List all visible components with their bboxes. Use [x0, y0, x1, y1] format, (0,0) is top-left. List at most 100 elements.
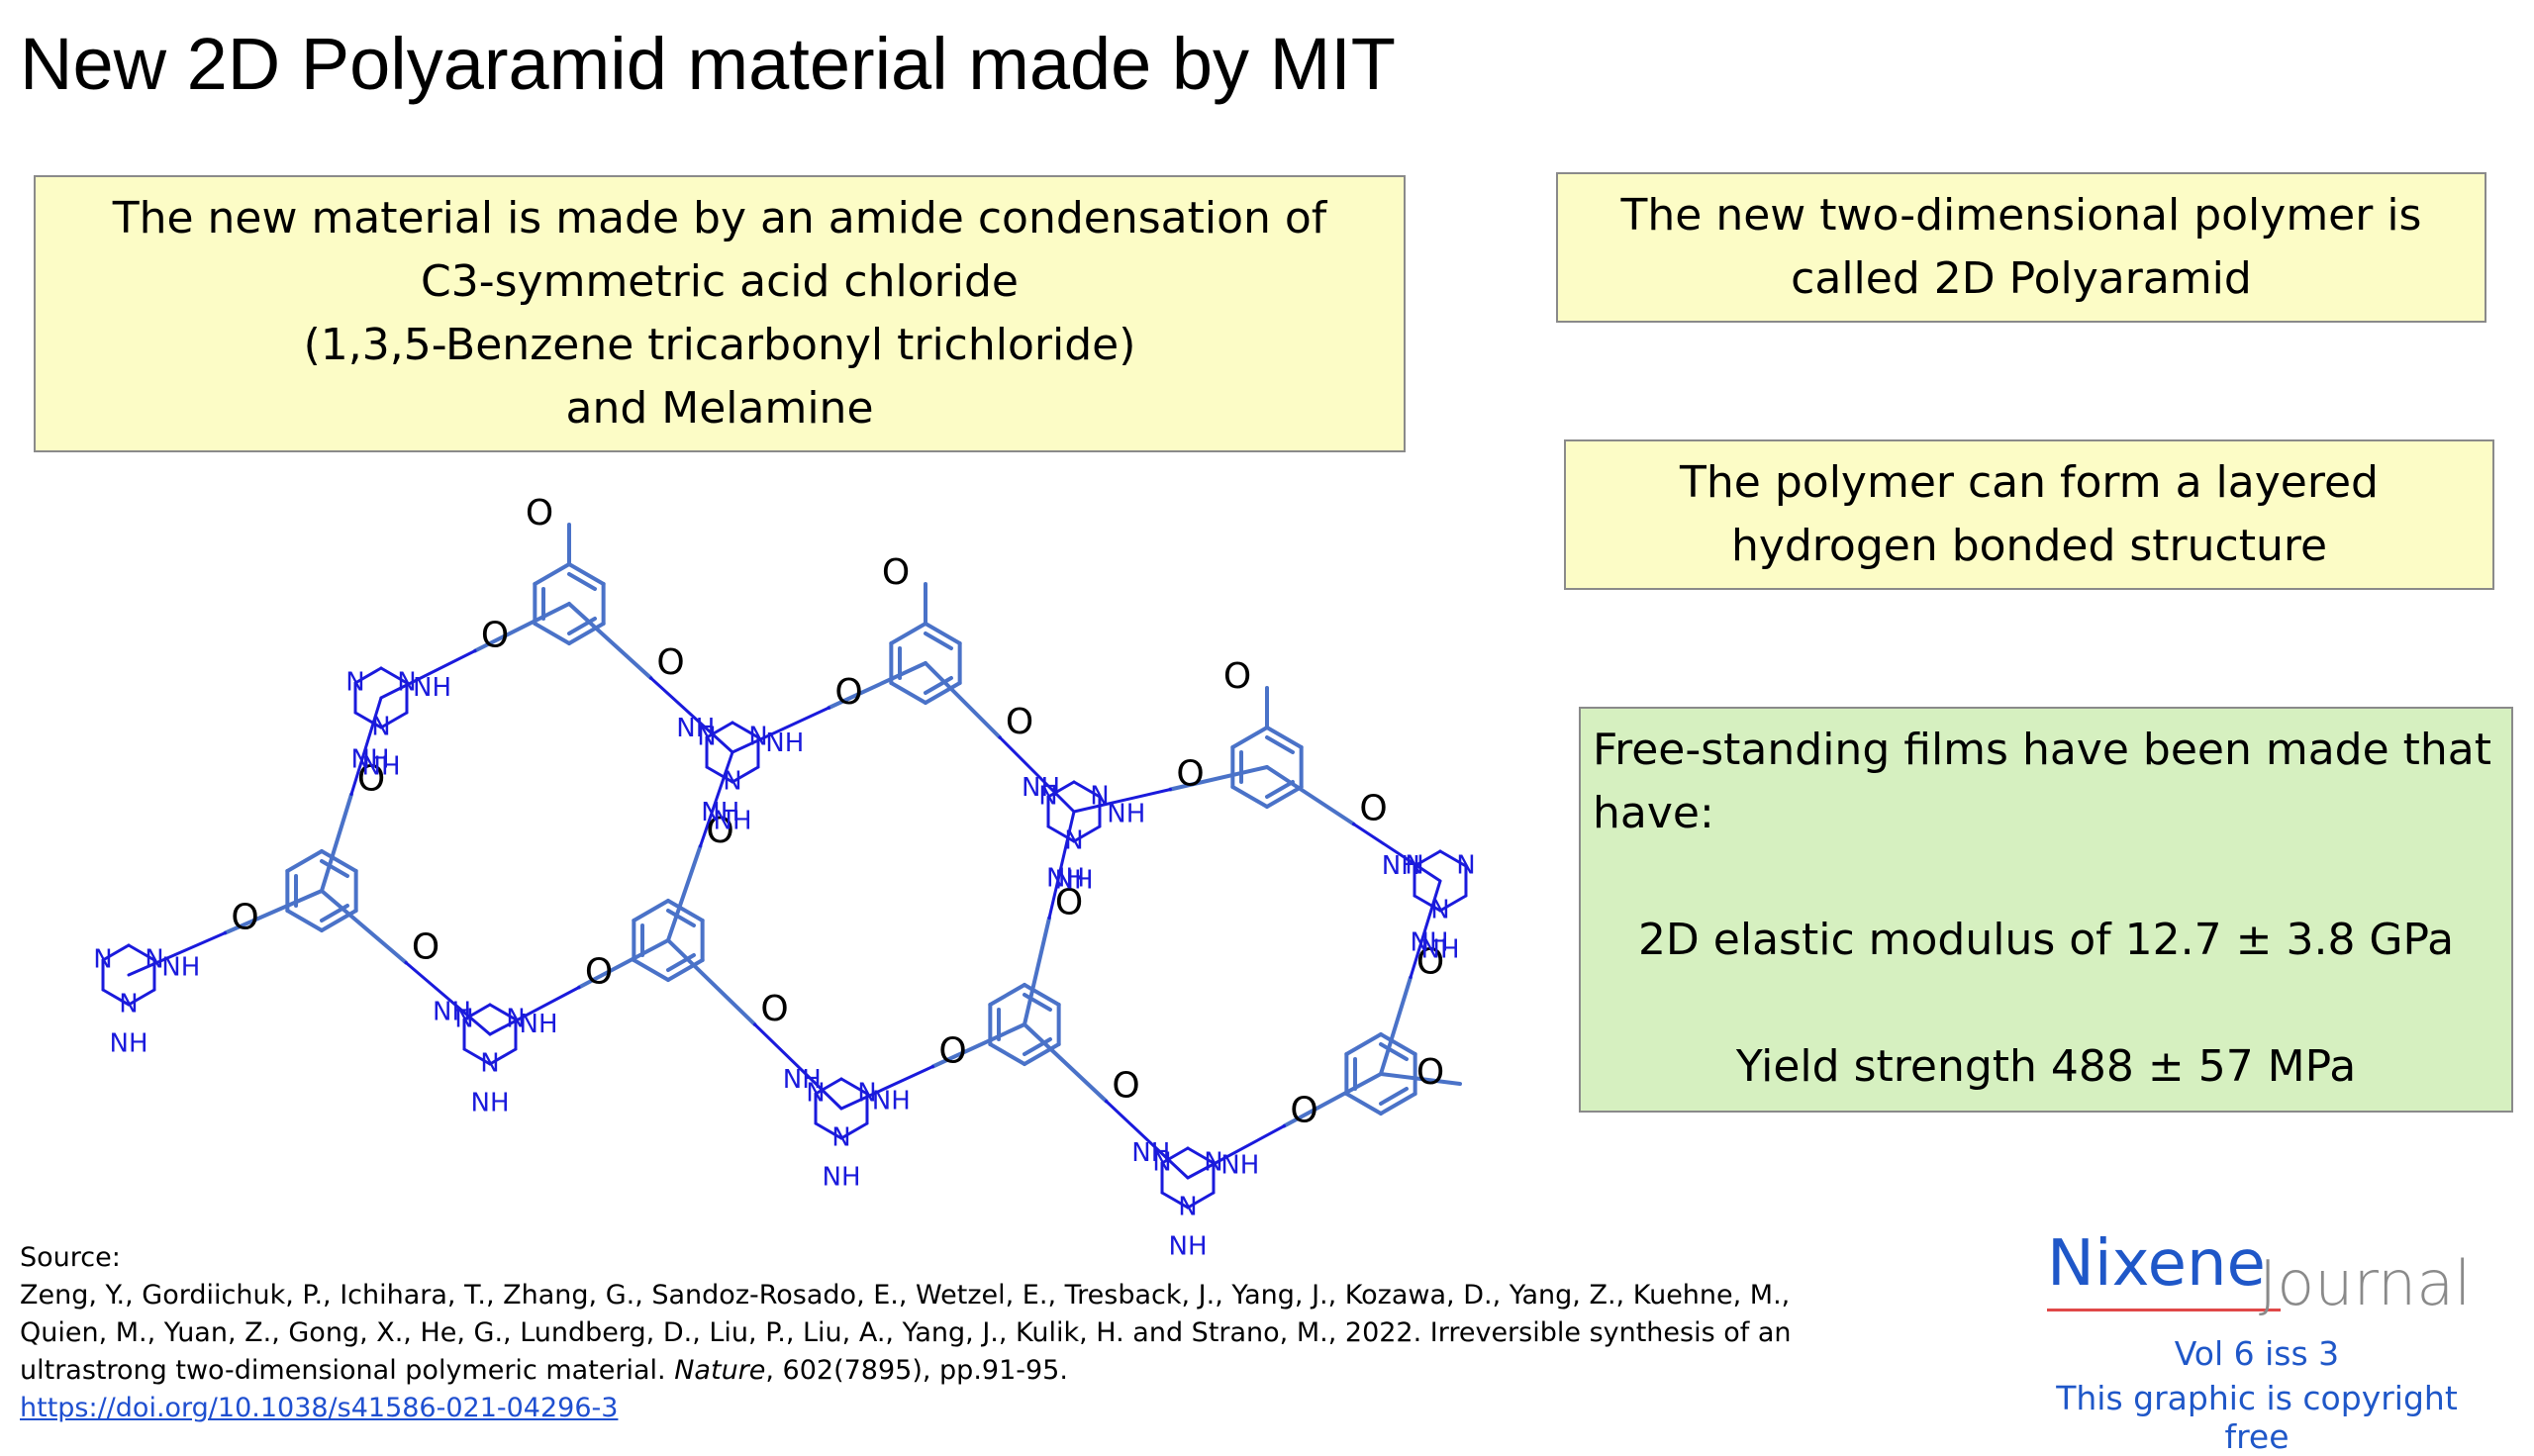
- doi-link[interactable]: https://doi.org/10.1038/s41586-021-04296…: [20, 1393, 619, 1423]
- yield-strength: Yield strength 488 ± 57 MPa: [1735, 1041, 2357, 1092]
- bond: [1105, 1100, 1190, 1180]
- synthesis-line-2: C3-symmetric acid chloride: [421, 256, 1019, 307]
- terminal-nh: NH: [823, 1163, 861, 1193]
- bond: [577, 938, 670, 990]
- amide-nh: NH: [520, 1010, 558, 1039]
- bond: [1379, 1087, 1409, 1106]
- terminal-nh: NH: [1169, 1232, 1208, 1262]
- amide-nh: NH: [1107, 799, 1145, 828]
- bond: [353, 711, 383, 729]
- bond: [404, 961, 492, 1036]
- bond: [1046, 825, 1076, 843]
- bond: [1186, 1191, 1216, 1210]
- bond: [127, 931, 227, 977]
- citation-line-1: Zeng, Y., Gordiichuk, P., Ichihara, T., …: [20, 1280, 1791, 1310]
- bond: [705, 765, 734, 784]
- bond: [1379, 975, 1413, 1076]
- copyright-note: This graphic is copyright free: [2056, 1379, 2458, 1456]
- synthesis-box: The new material is made by an amide con…: [34, 175, 1406, 452]
- bond: [827, 661, 927, 710]
- journal-name: Nature: [674, 1355, 766, 1386]
- bond: [924, 622, 962, 645]
- bond: [924, 631, 953, 650]
- citation-text: ultrastrong two-dimensional polymeric ma…: [20, 1355, 675, 1386]
- citation-pages: , 602(7895), pp.91-95.: [765, 1355, 1068, 1386]
- properties-box: Free-standing films have been made that …: [1579, 707, 2513, 1113]
- bond: [731, 765, 760, 784]
- bond: [320, 859, 349, 878]
- bond: [101, 988, 131, 1007]
- bond: [1265, 726, 1304, 749]
- carbonyl-oxygen: O: [834, 672, 862, 713]
- ring-nitrogen: N: [748, 723, 767, 752]
- bond: [1168, 765, 1269, 792]
- terminal-nh: NH: [471, 1089, 510, 1118]
- bond: [1023, 916, 1051, 1026]
- nixene-journal-logo: Nixene Journal Vol 6 iss 3 This graphic …: [2039, 1227, 2534, 1456]
- bond: [1282, 1072, 1383, 1128]
- bond: [666, 938, 757, 1026]
- bond: [814, 1121, 843, 1140]
- carbonyl-oxygen: O: [1006, 702, 1033, 742]
- bond: [1047, 810, 1076, 920]
- bond: [889, 622, 927, 645]
- bond: [462, 1047, 492, 1066]
- ring-nitrogen: N: [857, 1079, 876, 1109]
- brand-nixene: Nixene: [2047, 1227, 2266, 1301]
- bond: [567, 602, 653, 680]
- amide-nh: NH: [351, 744, 390, 774]
- ring-nitrogen: N: [119, 990, 138, 1019]
- name-line-1: The new two-dimensional polymer is: [1620, 190, 2422, 241]
- bond: [1072, 780, 1102, 799]
- bond: [488, 986, 581, 1036]
- bond: [1023, 993, 1052, 1012]
- bond: [533, 622, 571, 645]
- bond: [666, 844, 703, 942]
- synthesis-line-1: The new material is made by an amide con…: [112, 193, 1327, 243]
- bond: [379, 666, 409, 685]
- structure-line-1: The polymer can form a layered: [1680, 457, 2379, 508]
- bond: [632, 899, 670, 922]
- carbonyl-oxygen: O: [1055, 883, 1083, 923]
- carbonyl-oxygen: O: [481, 616, 509, 656]
- bond: [1072, 788, 1172, 814]
- bond: [488, 1047, 518, 1066]
- bond: [924, 676, 953, 695]
- elastic-modulus: 2D elastic modulus of 12.7 ± 3.8 GPa: [1637, 915, 2455, 965]
- ring-nitrogen: N: [397, 668, 416, 698]
- bond: [473, 602, 571, 653]
- terminal-nh: NH: [1055, 866, 1094, 896]
- bond: [1046, 780, 1076, 799]
- bond: [998, 735, 1076, 814]
- bond: [814, 1077, 843, 1096]
- bond: [632, 958, 670, 982]
- amide-nh: NH: [1411, 927, 1449, 957]
- bond: [930, 1022, 1026, 1069]
- bond: [753, 1022, 843, 1111]
- source-citation: Source: Zeng, Y., Gordiichuk, P., Ichiha…: [20, 1239, 1792, 1427]
- bond: [699, 750, 734, 848]
- terminal-nh: NH: [1421, 935, 1460, 965]
- bond: [320, 889, 408, 965]
- structure-box: The polymer can form a layered hydrogen …: [1564, 439, 2494, 590]
- amide-nh: NH: [783, 1065, 822, 1095]
- bond: [1379, 1092, 1417, 1116]
- bond: [349, 696, 383, 796]
- bond: [839, 1077, 869, 1096]
- bond: [567, 562, 606, 586]
- terminal-nh: NH: [362, 752, 401, 782]
- terminal-nh: NH: [714, 807, 752, 836]
- ring-nitrogen: N: [723, 767, 741, 797]
- ring-nitrogen: N: [1430, 896, 1449, 925]
- name-line-2: called 2D Polyaramid: [1791, 253, 2252, 304]
- ring-nitrogen: N: [1456, 851, 1475, 881]
- bond: [1023, 1022, 1109, 1104]
- amide-nh: NH: [1046, 863, 1085, 893]
- acetyl-oxygen: O: [1223, 656, 1251, 697]
- ring-nitrogen: N: [506, 1005, 525, 1034]
- bond: [1344, 1092, 1383, 1116]
- bond: [649, 676, 734, 754]
- bond: [1265, 785, 1304, 809]
- bond: [1438, 894, 1468, 913]
- molecule-network: NNNNNNNNNNNNNNNNNNNNNNNNONHONHONHONHONHO…: [93, 493, 1475, 1262]
